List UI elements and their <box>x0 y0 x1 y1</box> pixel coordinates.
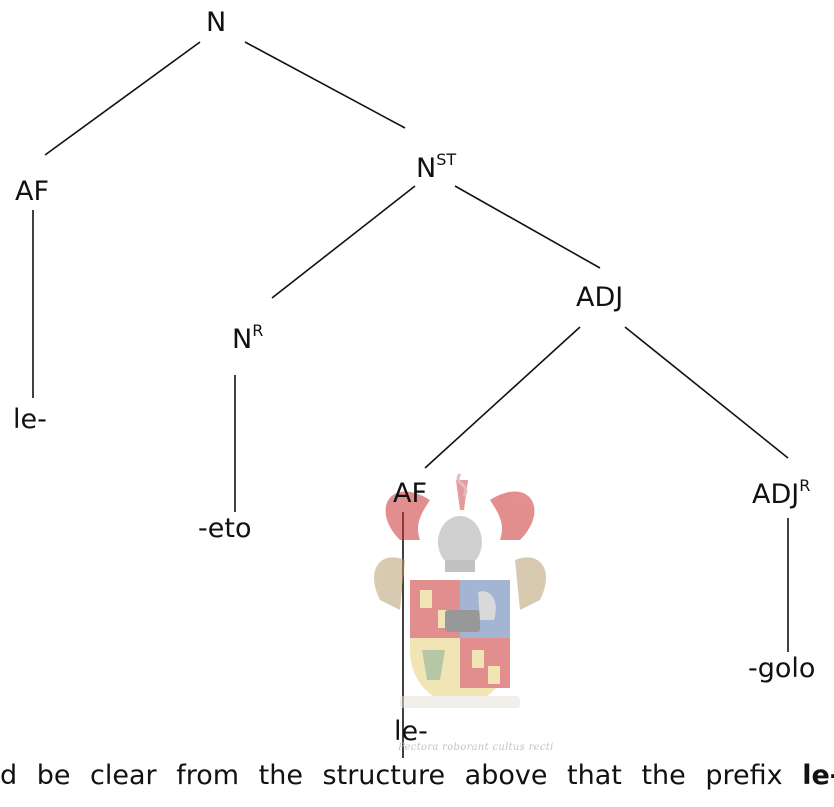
node-af-left-label: AF <box>15 176 50 207</box>
node-n-stem: NST <box>416 152 456 184</box>
body-text-before: d be clear from the structure above that… <box>0 760 783 791</box>
node-golo-label: -golo <box>748 653 816 684</box>
university-crest <box>374 473 546 708</box>
node-le-left-label: le- <box>13 404 47 435</box>
node-adjr-base: ADJ <box>752 479 800 510</box>
body-text: d be clear from the structure above that… <box>0 758 834 794</box>
edge-adj-adjr <box>624 326 789 459</box>
node-le-left: le- <box>13 405 47 435</box>
node-le-adj: le- <box>394 717 428 747</box>
edge-adj-af <box>424 326 581 469</box>
node-adj-root: ADJR <box>752 478 810 510</box>
edge-n-af <box>44 41 201 156</box>
edge-nst-nr <box>271 185 416 299</box>
edge-nst-adj <box>454 185 601 269</box>
node-n-stem-sup: ST <box>436 150 457 169</box>
edge-n-nst <box>244 41 406 129</box>
node-golo: -golo <box>748 654 815 684</box>
node-adj-label: ADJ <box>576 282 624 313</box>
crest-motto: Pectora roborant cultus recti <box>398 742 554 753</box>
body-text-bold: le- <box>802 760 834 791</box>
node-adjr-sup: R <box>799 476 811 495</box>
node-n-root-label: N <box>206 7 227 38</box>
node-n-root-morpheme: NR <box>232 323 263 355</box>
node-af-left: AF <box>15 177 49 207</box>
node-nr-sup: R <box>252 321 264 340</box>
node-le-adj-label: le- <box>394 716 428 747</box>
node-adj: ADJ <box>576 283 623 313</box>
node-n-root: N <box>206 8 226 38</box>
node-eto: -eto <box>198 514 251 544</box>
node-n-stem-base: N <box>416 153 437 184</box>
node-af-adj: AF <box>393 479 427 509</box>
node-nr-base: N <box>232 324 253 355</box>
node-af-adj-label: AF <box>393 478 428 509</box>
node-eto-label: -eto <box>198 513 252 544</box>
